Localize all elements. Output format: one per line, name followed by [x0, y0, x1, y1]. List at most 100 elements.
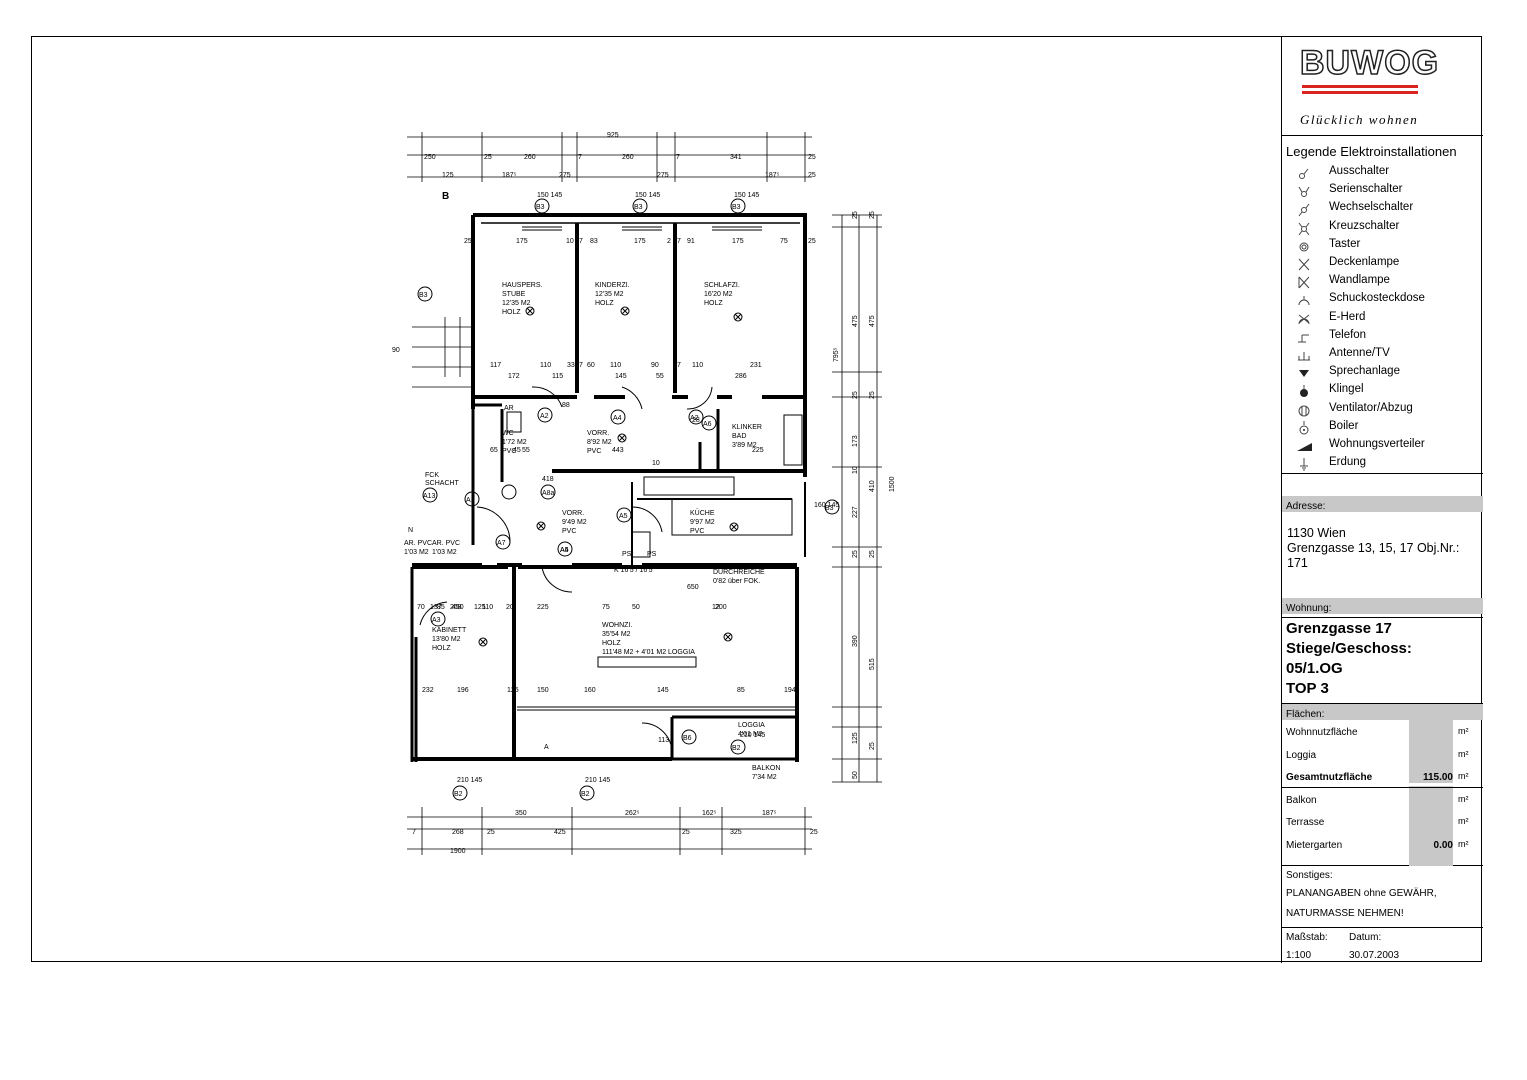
- wohnung-line-4: TOP 3: [1286, 680, 1329, 697]
- legend-item-kreuzschalter: Kreuzschalter: [1282, 219, 1482, 237]
- plan-misc-text: A: [544, 744, 549, 751]
- room-label-kueche: 9'97 M2: [690, 519, 715, 526]
- dimension-right: 390: [852, 635, 859, 647]
- dimension-inner: 75: [780, 238, 788, 245]
- wohnung-line-3: 05/1.OG: [1286, 660, 1343, 677]
- plan-misc-text: PS: [647, 551, 657, 558]
- legend-item-wohnungsverteiler: Wohnungsverteiler: [1282, 437, 1482, 455]
- dimension-right: 173: [852, 435, 859, 447]
- dimension-inner: 225: [752, 447, 764, 454]
- dimension-right: 10: [852, 466, 859, 474]
- legend-item-ventilator-abzug: Ventilator/Abzug: [1282, 401, 1482, 419]
- legend-item-antenne-tv: Antenne/TV: [1282, 346, 1482, 364]
- dimension-top: 25: [808, 154, 816, 161]
- address-line-2: Grenzgasse 13, 15, 17 Obj.Nr.:: [1287, 541, 1460, 555]
- dimension-inner: 286: [735, 373, 747, 380]
- dimension-inner: 418: [542, 476, 554, 483]
- datum-label: Datum:: [1349, 932, 1382, 943]
- logo-section: BUWOG Glücklich wohnen: [1282, 36, 1483, 136]
- dimension-right: 25: [869, 550, 876, 558]
- legend-label: Boiler: [1329, 419, 1359, 432]
- sonstiges-line-2: NATURMASSE NEHMEN!: [1286, 908, 1404, 919]
- room-label-kueche: KÜCHE: [690, 509, 715, 517]
- legend-label: Ventilator/Abzug: [1329, 401, 1413, 414]
- dimension-inner: 175: [634, 238, 646, 245]
- dimension-bottom: 25: [487, 829, 495, 836]
- room-label-kabinett: KABINETT: [432, 627, 467, 634]
- erdung-icon: [1296, 456, 1312, 472]
- lintel-tag: 210 145: [585, 777, 610, 784]
- room-label-ar: AR: [504, 405, 514, 412]
- door-tag: A4: [560, 547, 569, 554]
- sonstiges-line-1: PLANANGABEN ohne GEWÄHR,: [1286, 888, 1437, 899]
- door-tag: B3: [536, 204, 545, 211]
- dimension-inner: 7: [579, 362, 583, 369]
- dimension-bottom: 268: [452, 829, 464, 836]
- bathtub: [783, 414, 803, 466]
- flaeche-label: Wohnnutzfläche: [1286, 727, 1358, 738]
- window-bed-3: [712, 226, 762, 231]
- dimension-inner: 225: [537, 604, 549, 611]
- dimension-inner: 450: [452, 604, 464, 611]
- dimension-inner: 90: [651, 362, 659, 369]
- room-label-wohnzi: HOLZ: [602, 640, 621, 647]
- room-label-durchreiche: 0'82 über FOK.: [713, 578, 760, 585]
- dimension-top: 187⁵: [765, 172, 780, 179]
- door-arc-2: [621, 386, 643, 410]
- room-label-vorr1: PVC: [587, 448, 601, 455]
- legend-item-taster: Taster: [1282, 237, 1482, 255]
- lamp-symbols: [478, 306, 743, 647]
- legend-label: E-Herd: [1329, 310, 1366, 323]
- flaeche-label: Balkon: [1286, 794, 1317, 806]
- dimension-right: 25: [869, 211, 876, 219]
- massstab-value: 1:100: [1286, 950, 1312, 961]
- dimension-top: 25: [808, 172, 816, 179]
- dimension-right: 25: [869, 391, 876, 399]
- window-bed-2: [622, 226, 662, 231]
- dimension-inner: 85: [737, 687, 745, 694]
- room-label-bad: KLINKER: [732, 424, 762, 431]
- dimension-inner: 268: [450, 604, 462, 611]
- buwog-logo: BUWOG: [1299, 43, 1440, 83]
- room-label-ar-pvc2: AR. PVC: [432, 540, 460, 547]
- wohnungsverteiler-icon: [1296, 438, 1312, 454]
- legend-item-e-herd: E-Herd: [1282, 310, 1482, 328]
- legend-label: Kreuzschalter: [1329, 219, 1400, 232]
- legend-label: Deckenlampe: [1329, 256, 1400, 268]
- dimension-bottom: 1900: [450, 848, 466, 855]
- legend-item-erdung: Erdung: [1282, 455, 1482, 473]
- legend-label: Telefon: [1329, 328, 1367, 341]
- door-tag: B2: [581, 791, 590, 798]
- lintel-tag: 210 145: [740, 732, 765, 739]
- dimension-inner: 175: [732, 238, 744, 245]
- dimension-inner: 232: [422, 687, 434, 694]
- room-label-ar-pvc1: AR. PVC: [404, 540, 432, 547]
- dim-right-ticks: [832, 214, 882, 783]
- legend-label: Serienschalter: [1329, 183, 1403, 196]
- wohnung-line-1: Grenzgasse 17: [1286, 620, 1392, 637]
- room-label-vorr1: VORR.: [587, 430, 609, 437]
- flaeche-value: 0.00: [1433, 840, 1453, 851]
- ausschalter-icon: [1296, 165, 1312, 181]
- dimension-right: 475: [869, 315, 876, 327]
- dimension-inner: 10: [652, 460, 660, 467]
- door-arc-7: [641, 722, 673, 754]
- dimension-right: 25: [869, 742, 876, 750]
- dim-right-1: [841, 215, 878, 782]
- klingel-icon: [1296, 383, 1312, 399]
- dimension-inner: 443: [612, 447, 624, 454]
- wall-lower-west: [410, 567, 418, 762]
- flaechen-grey-col-1: [1409, 720, 1453, 783]
- legend-label: Erdung: [1329, 456, 1367, 469]
- dimension-inner: 75: [602, 604, 610, 611]
- legend-label: Sprechanlage: [1329, 365, 1400, 378]
- shaft: [631, 531, 651, 558]
- legend-title: Legende Elektroinstallationen: [1286, 144, 1457, 159]
- dimension-bottom: 262⁵: [625, 810, 640, 817]
- plan-misc-text: SCHACHT: [425, 480, 460, 487]
